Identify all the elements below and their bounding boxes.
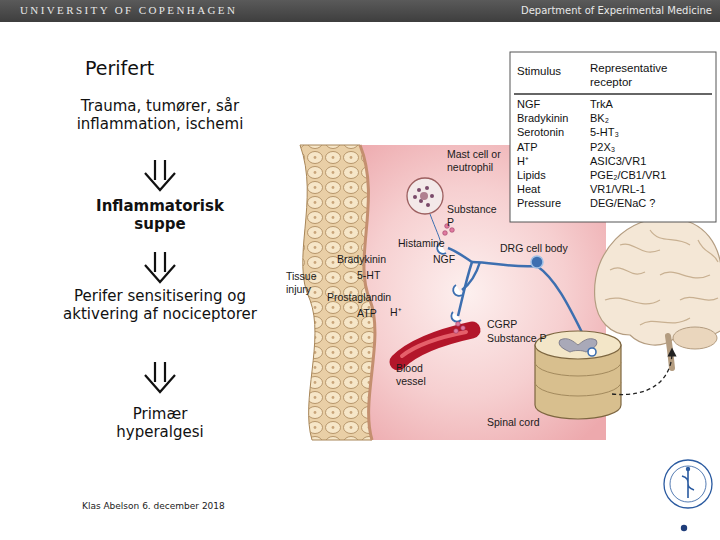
- region-label: Tissue injury: [286, 270, 328, 295]
- mediator-label: Prostaglandin: [327, 291, 391, 304]
- mediator-label: Substance P: [447, 203, 499, 228]
- structure-label: Blood vessel: [396, 362, 438, 387]
- table-cell: BK₂: [590, 112, 609, 125]
- synapse: [588, 348, 596, 356]
- mediator-label: Histamine: [398, 237, 445, 250]
- table-header: Representative receptor: [590, 62, 690, 90]
- cord-segment: [535, 362, 621, 396]
- vessel-highlight: [402, 332, 466, 356]
- table-cell: H⁺: [517, 155, 529, 168]
- table-cell: Heat: [517, 183, 540, 196]
- table-cell: NGF: [517, 98, 540, 111]
- ascending-pathway: [612, 352, 672, 395]
- sulcus: [680, 297, 718, 300]
- mediator-label: NGF: [433, 253, 455, 266]
- table-rule: [514, 93, 712, 94]
- cord-top: [535, 331, 621, 359]
- double-arrow: [145, 160, 175, 190]
- granule: [426, 203, 430, 207]
- mast-cell: [407, 178, 443, 214]
- table-cell: DEG/ENaC ?: [590, 197, 655, 210]
- table-cell: VR1/VRL-1: [590, 183, 646, 196]
- mediator-label: 5-HT: [357, 269, 380, 282]
- granule: [430, 194, 434, 198]
- sulcus: [640, 318, 690, 325]
- logo-ring: [664, 460, 712, 508]
- granule: [425, 186, 429, 190]
- receptor-cup: [453, 285, 462, 296]
- table-cell: ASIC3/VR1: [590, 155, 646, 168]
- blood-vessel: [398, 330, 472, 362]
- footer-text: Klas Abelson 6. december 2018: [82, 501, 225, 512]
- table-cell: ATP: [517, 141, 538, 154]
- sulcus: [660, 272, 710, 278]
- granule: [417, 188, 421, 192]
- logo-emblem: [686, 467, 690, 471]
- table-cell: Pressure: [517, 197, 561, 210]
- nerve-fiber: [472, 262, 537, 266]
- university-name: UNIVERSITY OF COPENHAGEN: [20, 4, 237, 17]
- double-arrow: [145, 252, 175, 282]
- drg-cell-body: [531, 256, 543, 268]
- university-logo: [664, 460, 712, 508]
- mediator-label: Substance P: [487, 332, 547, 345]
- header-bar: [0, 0, 720, 22]
- flow-step: Primær hyperalgesi: [95, 405, 225, 441]
- table-header: Stimulus: [517, 65, 561, 79]
- double-arrow: [145, 362, 175, 392]
- mast-cell-body: [407, 178, 443, 214]
- table-cell: Bradykinin: [517, 112, 568, 125]
- receptor-cup: [451, 312, 461, 322]
- department-name: Department of Experimental Medicine: [420, 5, 712, 17]
- table-cell: Lipids: [517, 169, 546, 182]
- stimulus-table: [510, 52, 716, 222]
- slide-title: Perifert: [85, 57, 154, 80]
- sulcus: [650, 230, 690, 245]
- neuropeptide-granules: [443, 224, 466, 334]
- table-cell: 5-HT₃: [590, 126, 619, 139]
- spinal-cord: [535, 331, 621, 419]
- mediator-label: H⁺: [390, 306, 402, 319]
- logo-emblem: [682, 471, 694, 498]
- mediator-label: ATP: [357, 307, 377, 320]
- sulcus: [620, 244, 660, 252]
- cerebrum: [595, 218, 720, 345]
- flow-step: Perifer sensitisering og aktivering af n…: [40, 287, 280, 323]
- granule: [461, 326, 466, 331]
- sulci: [605, 230, 718, 325]
- logo-ring: [670, 466, 706, 502]
- table-cell: TrkA: [590, 98, 613, 111]
- table-cell: PGE₂/CB1/VR1: [590, 169, 666, 182]
- granule: [450, 228, 455, 233]
- mediator-label: CGRP: [487, 318, 517, 331]
- mediator-label: Bradykinin: [337, 253, 386, 266]
- brain: [595, 218, 720, 368]
- logo-dot: [681, 525, 687, 531]
- sulcus: [605, 298, 660, 304]
- granule: [443, 231, 448, 236]
- sulcus: [698, 240, 718, 262]
- flow-step: Inflammatorisk suppe: [80, 197, 240, 233]
- structure-label: DRG cell body: [500, 242, 568, 255]
- granule: [413, 195, 417, 199]
- nerve-fiber: [462, 262, 480, 290]
- granule: [456, 322, 461, 327]
- granule: [454, 329, 459, 334]
- cell-label: Mast cell or neutrophil: [447, 148, 519, 173]
- table-cell: P2X₃: [590, 141, 615, 154]
- flow-step: Trauma, tumører, sår inflammation, ische…: [60, 97, 260, 133]
- structure-label: Spinal cord: [487, 416, 540, 429]
- flow-arrows: [145, 160, 175, 392]
- sulcus: [610, 268, 645, 274]
- cerebellum: [673, 327, 717, 349]
- nucleus: [420, 192, 428, 200]
- table-cell: Serotonin: [517, 126, 564, 139]
